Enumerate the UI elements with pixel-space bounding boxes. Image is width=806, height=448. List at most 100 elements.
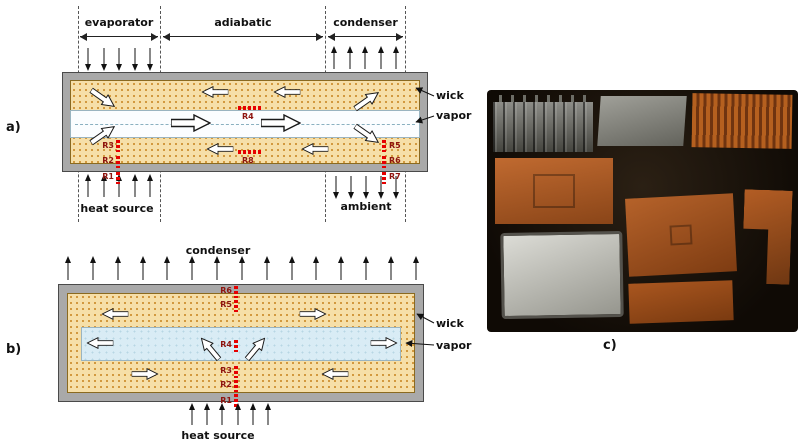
section-extent-arrow	[328, 32, 403, 41]
up-arrow-icon	[146, 174, 154, 199]
resistor-mark-r1	[234, 394, 238, 408]
resistor-label-r2: R2	[220, 380, 232, 389]
photo-copper-plate-2	[625, 193, 737, 277]
down-arrow-icon	[84, 46, 92, 71]
heat-pipe-wall	[62, 72, 428, 172]
resistor-label-r2: R2	[102, 156, 114, 165]
up-arrow-icon	[89, 256, 97, 282]
up-arrow-icon	[249, 403, 257, 427]
up-arrow-icon	[234, 403, 242, 427]
resistor-label-r3: R3	[102, 141, 114, 150]
resistor-label-r1: R1	[220, 396, 232, 405]
heat-source-label: heat source	[181, 429, 255, 442]
down-arrow-icon	[131, 46, 139, 71]
up-arrow-icon	[392, 46, 400, 71]
resistor-mark-r8	[238, 150, 262, 154]
photo-copper-fin-heatsink	[691, 93, 793, 149]
resistor-label-r1: R1	[102, 172, 114, 181]
resistor-mark-r1	[116, 172, 120, 184]
up-arrow-icon	[330, 46, 338, 71]
up-arrow-icon	[114, 256, 122, 282]
section-extent-arrow	[80, 32, 158, 41]
vapor-callout-label: vapor	[436, 109, 472, 122]
up-arrow-icon	[346, 46, 354, 71]
up-arrow-icon	[263, 256, 271, 282]
up-arrow-icon	[412, 256, 420, 282]
resistor-label-r3: R3	[220, 366, 232, 375]
photo-pin-fin-heatsink	[493, 95, 593, 152]
condenser-arrows-top	[64, 256, 420, 282]
resistor-label-r6: R6	[389, 156, 401, 165]
photo-aluminum-block	[597, 96, 687, 146]
resistor-label-r5: R5	[389, 141, 401, 150]
vapor-spread-arrow-right	[370, 337, 398, 349]
resistor-mark-r6	[382, 156, 386, 168]
resistor-mark-r7	[382, 172, 386, 184]
vapor-core	[81, 327, 401, 361]
vapor-centerline	[75, 124, 415, 125]
up-arrow-icon	[163, 256, 171, 282]
resistor-mark-r6	[234, 286, 238, 298]
resistor-label-r8: R8	[242, 156, 254, 165]
liquid-return-arrow-left	[205, 143, 235, 155]
up-arrow-icon	[64, 256, 72, 282]
down-arrow-icon	[115, 46, 123, 71]
section-label-condenser: condenser	[333, 16, 398, 29]
photo-aluminum-plate	[500, 230, 624, 320]
up-arrow-icon	[238, 256, 246, 282]
up-arrow-icon	[84, 174, 92, 199]
photo-plate-boss	[669, 224, 693, 246]
ambient-label: ambient	[340, 200, 392, 213]
photo-plate-boss	[533, 174, 575, 208]
up-arrow-icon	[337, 256, 345, 282]
up-arrow-icon	[218, 403, 226, 427]
liquid-return-arrow-left	[200, 86, 230, 98]
resistor-mark-r2	[116, 156, 120, 168]
liquid-return-arrow-left	[272, 86, 302, 98]
up-arrow-icon	[362, 256, 370, 282]
wick-flow-arrow-left	[100, 308, 130, 320]
up-arrow-icon	[139, 256, 147, 282]
resistor-label-r7: R7	[389, 172, 401, 181]
wick-flow-arrow-right	[298, 308, 328, 320]
photo-copper-bracket	[741, 189, 792, 285]
up-arrow-icon	[203, 403, 211, 427]
heat-source-arrows-bottom	[188, 403, 272, 427]
resistor-label-r6: R6	[220, 286, 232, 295]
resistor-label-r4: R4	[242, 112, 254, 121]
up-arrow-icon	[264, 403, 272, 427]
liquid-return-arrow-left	[320, 368, 350, 380]
vapor-spread-arrow-left	[86, 337, 114, 349]
wick-callout-label: wick	[436, 317, 464, 330]
liquid-return-arrow-right	[130, 368, 160, 380]
up-arrow-icon	[131, 174, 139, 199]
panel-b-letter: b)	[6, 342, 22, 357]
panel-a-letter: a)	[6, 120, 21, 135]
up-arrow-icon	[312, 256, 320, 282]
heat-source-label: heat source	[80, 202, 154, 215]
vapor-flow-arrow-right	[168, 114, 214, 132]
up-arrow-icon	[213, 256, 221, 282]
vapor-chamber-wall	[58, 284, 424, 402]
resistor-mark-r5	[234, 300, 238, 312]
resistor-label-r5: R5	[220, 300, 232, 309]
resistor-mark-r3	[116, 140, 120, 152]
photo-copper-plate	[495, 158, 613, 224]
heat-output-arrows-top	[330, 46, 400, 71]
up-arrow-icon	[288, 256, 296, 282]
up-arrow-icon	[361, 46, 369, 71]
wick-callout-label: wick	[436, 89, 464, 102]
down-arrow-icon	[362, 174, 370, 199]
liquid-return-arrow-left	[300, 143, 330, 155]
panel-c-letter: c)	[603, 338, 617, 353]
up-arrow-icon	[387, 256, 395, 282]
down-arrow-icon	[100, 46, 108, 71]
resistor-label-r4: R4	[220, 340, 232, 349]
up-arrow-icon	[188, 403, 196, 427]
resistor-mark-r4	[234, 340, 238, 352]
up-arrow-icon	[188, 256, 196, 282]
up-arrow-icon	[377, 46, 385, 71]
vapor-callout-label: vapor	[436, 339, 472, 352]
down-arrow-icon	[347, 174, 355, 199]
